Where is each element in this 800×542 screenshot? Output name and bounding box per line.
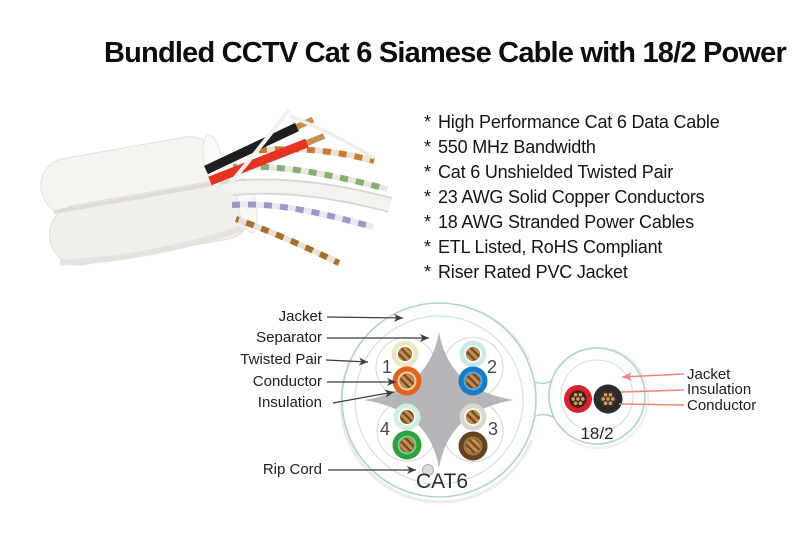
- bullet-glyph: *: [424, 162, 431, 182]
- bullet-glyph: *: [424, 112, 431, 132]
- twisted-pairs: [231, 146, 393, 266]
- label-insulation: Insulation: [257, 394, 322, 411]
- left-callout-arrows: [325, 313, 429, 474]
- label-twisted-pair: Twisted Pair: [240, 351, 322, 368]
- feature-item: * Cat 6 Unshielded Twisted Pair: [424, 162, 720, 187]
- power-insulation-line: [620, 389, 685, 393]
- right-callout-lines: [618, 372, 685, 406]
- feature-text: Riser Rated PVC Jacket: [438, 262, 628, 282]
- feature-item: * High Performance Cat 6 Data Cable: [424, 112, 720, 137]
- feature-text: 550 MHz Bandwidth: [438, 137, 596, 157]
- power-caption: 18/2: [580, 424, 614, 443]
- rip-cord-dot: [422, 464, 434, 476]
- bullet-glyph: *: [424, 187, 431, 207]
- pair1-wires: [391, 340, 422, 396]
- jacket-arrow: [326, 313, 404, 322]
- black-wire: [204, 122, 299, 175]
- feature-list: * High Performance Cat 6 Data Cable * 55…: [424, 112, 720, 287]
- feature-item: * 550 MHz Bandwidth: [424, 137, 720, 162]
- label-power-conductor: Conductor: [687, 397, 757, 414]
- rip-cord-strand: [289, 114, 375, 160]
- pair-number-3: 3: [487, 419, 498, 439]
- pair-number-4: 4: [379, 419, 390, 439]
- bullet-glyph: *: [424, 137, 431, 157]
- cat6-caption: CAT6: [415, 470, 469, 493]
- feature-item: * Riser Rated PVC Jacket: [424, 262, 720, 287]
- twisted-pair-arrow: [325, 357, 369, 366]
- feature-item: * 18 AWG Stranded Power Cables: [424, 212, 720, 237]
- feature-text: 18 AWG Stranded Power Cables: [438, 212, 694, 232]
- page-title: Bundled CCTV Cat 6 Siamese Cable with 18…: [104, 37, 787, 69]
- label-separator: Separator: [256, 329, 322, 346]
- red-wire: [208, 138, 309, 186]
- pair3-wires: [458, 403, 488, 461]
- feature-text: Cat 6 Unshielded Twisted Pair: [438, 162, 673, 182]
- cross-separator: [364, 332, 514, 468]
- power-black-wire: [593, 384, 623, 414]
- bullet-glyph: *: [424, 212, 431, 232]
- feature-item: * 23 AWG Solid Copper Conductors: [424, 187, 720, 212]
- insulation-arrow: [332, 389, 395, 404]
- power-red-wire: [564, 385, 592, 413]
- bullet-glyph: *: [424, 237, 431, 257]
- pair4-wires: [392, 403, 422, 460]
- cable-photo: [40, 108, 393, 266]
- power-wires: [204, 108, 375, 193]
- label-jacket: Jacket: [278, 308, 322, 325]
- blue-pair: [231, 201, 374, 230]
- label-rip-cord: Rip Cord: [262, 461, 322, 478]
- pull-string: [222, 108, 291, 193]
- feature-text: High Performance Cat 6 Data Cable: [438, 112, 720, 132]
- feature-text: ETL Listed, RoHS Compliant: [438, 237, 663, 257]
- feature-item: * ETL Listed, RoHS Compliant: [424, 237, 720, 262]
- pair-number-1: 1: [381, 357, 392, 377]
- pair2-wires: [458, 340, 488, 396]
- pair-number-2: 2: [486, 357, 497, 377]
- label-conductor: Conductor: [252, 373, 322, 390]
- brown-pair: [235, 216, 341, 266]
- label-power-jacket: Jacket: [687, 366, 731, 383]
- power-jacket-line: [621, 372, 685, 381]
- feature-text: 23 AWG Solid Copper Conductors: [438, 187, 705, 207]
- power-conductor-line: [618, 403, 685, 406]
- label-power-insulation: Insulation: [687, 381, 752, 398]
- bullet-glyph: *: [424, 262, 431, 282]
- red-wire-copper-tip: [305, 133, 326, 146]
- orange-pair: [242, 146, 375, 164]
